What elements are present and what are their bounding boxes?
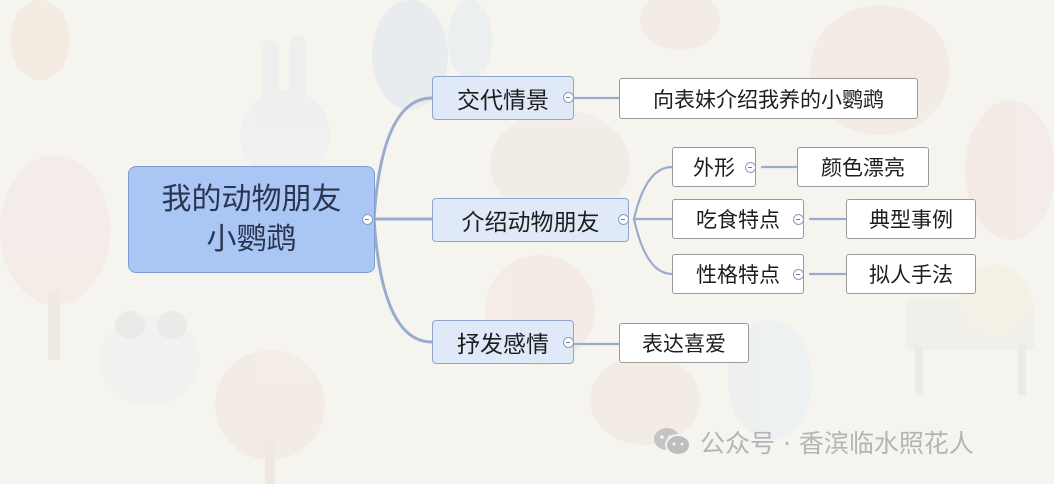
- leaf-label: 拟人手法: [869, 263, 953, 287]
- collapse-toggle-branch1[interactable]: [563, 92, 574, 103]
- connector-root-branch1: [372, 96, 434, 221]
- sub-node-eating-habits[interactable]: 吃食特点: [672, 199, 804, 239]
- connector-root-branch3: [372, 217, 434, 344]
- branch-node-express-feelings[interactable]: 抒发感情: [432, 320, 574, 364]
- collapse-toggle-sub3[interactable]: [793, 269, 804, 280]
- collapse-toggle-branch2[interactable]: [618, 214, 629, 225]
- leaf-node-typical-example[interactable]: 典型事例: [846, 199, 976, 239]
- connector-branch2-sub3: [632, 217, 674, 276]
- leaf-label: 表达喜爱: [642, 332, 726, 356]
- wechat-icon: [654, 428, 691, 456]
- sub-node-appearance[interactable]: 外形: [672, 147, 756, 187]
- connector-branch2-sub1: [632, 165, 674, 221]
- branch-label: 介绍动物朋友: [461, 210, 600, 236]
- leaf-node-introduce-parrot[interactable]: 向表妹介绍我养的小鹦鹉: [619, 78, 918, 119]
- leaf-node-bright-colors[interactable]: 颜色漂亮: [797, 147, 929, 187]
- branch-node-scene[interactable]: 交代情景: [432, 76, 574, 120]
- root-title-line1: 我的动物朋友: [161, 181, 342, 217]
- branch-node-introduce-friend[interactable]: 介绍动物朋友: [432, 198, 629, 242]
- leaf-label: 典型事例: [869, 208, 953, 232]
- collapse-toggle-root[interactable]: [362, 214, 373, 225]
- sub-label: 吃食特点: [696, 208, 780, 232]
- root-node[interactable]: 我的动物朋友 小鹦鹉: [128, 166, 375, 273]
- branch-label: 交代情景: [457, 88, 549, 114]
- sub-node-personality[interactable]: 性格特点: [672, 254, 804, 294]
- root-title-line2: 小鹦鹉: [206, 221, 297, 257]
- leaf-label: 颜色漂亮: [821, 156, 905, 180]
- watermark: 公众号 · 香滨临水照花人: [652, 424, 974, 460]
- watermark-text: 公众号 · 香滨临水照花人: [700, 429, 974, 458]
- leaf-node-express-love[interactable]: 表达喜爱: [619, 323, 749, 363]
- sub-label: 性格特点: [696, 263, 780, 287]
- collapse-toggle-branch3[interactable]: [563, 337, 574, 348]
- collapse-toggle-sub2[interactable]: [793, 214, 804, 225]
- collapse-toggle-sub1[interactable]: [745, 162, 756, 173]
- sub-label: 外形: [693, 156, 735, 180]
- leaf-node-personification[interactable]: 拟人手法: [846, 254, 976, 294]
- leaf-label: 向表妹介绍我养的小鹦鹉: [653, 87, 884, 112]
- branch-label: 抒发感情: [457, 332, 549, 358]
